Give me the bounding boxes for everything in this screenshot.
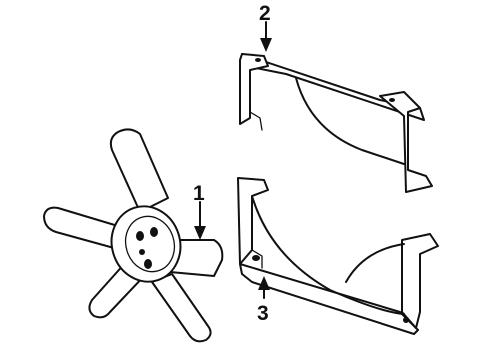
leader-arrow-2 [260, 21, 272, 52]
leader-arrow-1 [194, 201, 206, 240]
callout-1: 1 [193, 182, 205, 205]
upper-fan-shroud [239, 53, 433, 193]
callout-3: 3 [257, 302, 269, 325]
leader-arrow-3 [258, 276, 270, 299]
lower-fan-shroud [237, 177, 439, 335]
fan-assembly [43, 128, 224, 343]
callout-2: 2 [259, 2, 271, 25]
